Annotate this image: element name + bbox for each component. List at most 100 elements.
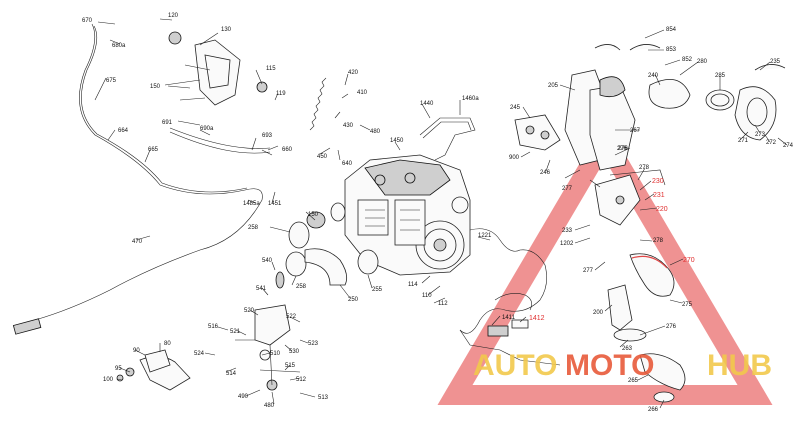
watermark-hub: HUB [707, 349, 772, 382]
leader-lines [94, 18, 788, 409]
part-number-label: 664 [118, 128, 129, 134]
part-number-label: 280 [697, 59, 708, 65]
part-number-label: 265 [628, 378, 639, 384]
part-number-labels: 670 680a 675 120 130 150 115 119 691 690a 693 664 66… [82, 13, 794, 413]
part-number-label: 480 [370, 129, 381, 135]
part-number-label: 1412 [529, 315, 545, 322]
part-number-label: 1450 [390, 138, 404, 144]
part-number-label: 230 [652, 178, 664, 185]
part-number-label: 100 [103, 377, 114, 383]
part-number-label: 1451 [268, 201, 282, 207]
part-number-label: 515 [285, 363, 296, 369]
pedal-linkage [116, 271, 301, 391]
part-number-label: 276 [618, 146, 629, 152]
engine-block [344, 154, 471, 276]
part-number-label: 665 [148, 147, 159, 153]
part-number-label: 541 [256, 286, 267, 292]
part-number-label: 150 [308, 212, 319, 218]
part-number-label: 900 [509, 155, 520, 161]
part-number-label: 271 [738, 138, 749, 144]
part-number-label: 231 [653, 192, 665, 199]
part-number-label: 220 [656, 206, 668, 213]
part-number-label: 235 [770, 59, 781, 65]
part-number-label: 110 [422, 293, 432, 299]
part-number-label: 675 [106, 78, 117, 84]
watermark-auto: AUTO [473, 349, 557, 382]
part-number-label: 854 [666, 27, 677, 33]
part-number-label: 95 [115, 366, 122, 372]
part-number-label: 200 [593, 310, 604, 316]
part-number-label: 470 [132, 239, 143, 245]
part-number-label: 276 [666, 324, 677, 330]
part-number-label: 430 [343, 123, 354, 129]
part-number-label: 523 [308, 341, 319, 347]
part-number-label: 513 [318, 395, 329, 401]
part-number-label: 450 [317, 154, 328, 160]
intake-manifold-parts [514, 44, 786, 171]
part-number-label: 853 [666, 47, 677, 53]
part-number-label: 278 [653, 238, 664, 244]
part-number-label: 112 [438, 301, 448, 307]
part-number-label: 277 [583, 268, 594, 274]
part-number-label: 520 [244, 308, 255, 314]
part-number-label: 410 [357, 90, 368, 96]
part-number-label: 272 [766, 140, 777, 146]
part-number-label: 693 [262, 133, 273, 139]
exhaust-hoses [594, 169, 686, 403]
part-number-label: 524 [194, 351, 205, 357]
part-number-label: 255 [372, 287, 383, 293]
part-number-label: 420 [348, 70, 359, 76]
part-number-label: 514 [226, 371, 237, 377]
part-number-label: 263 [622, 346, 633, 352]
part-number-label: 640 [342, 161, 353, 167]
part-number-label: 521 [230, 329, 241, 335]
part-number-label: 285 [715, 73, 726, 79]
part-number-label: 240 [648, 73, 659, 79]
part-number-label: 660 [282, 147, 293, 153]
throttle-cable [12, 23, 263, 335]
part-number-label: 277 [562, 186, 573, 192]
part-number-label: 278 [639, 165, 650, 171]
part-number-label: 233 [562, 228, 573, 234]
part-number-label: 691 [162, 120, 173, 126]
part-number-label: 670 [82, 18, 93, 24]
part-number-label: 276 [617, 146, 628, 152]
part-number-label: 1485a [243, 201, 260, 207]
part-number-label: 205 [548, 83, 559, 89]
part-number-label: 852 [682, 57, 693, 63]
intake-hoses [285, 202, 379, 286]
part-number-label: 1440 [420, 101, 434, 107]
part-number-label: 115 [266, 66, 276, 72]
part-number-label: 120 [168, 13, 179, 19]
part-number-label: 490 [238, 394, 249, 400]
part-number-label: 114 [408, 282, 418, 288]
part-number-label: 258 [248, 225, 259, 231]
spring-part [309, 77, 327, 131]
part-number-label: 130 [221, 27, 232, 33]
part-number-label: 250 [348, 297, 359, 303]
part-number-label: 1460a [462, 96, 479, 102]
part-number-label: 530 [289, 349, 300, 355]
watermark-triangle [437, 120, 773, 405]
part-number-label: 274 [783, 143, 794, 149]
part-number-label: 119 [276, 91, 286, 97]
part-number-label: 150 [150, 84, 161, 90]
bracket-assembly [164, 31, 271, 154]
part-number-label: 275 [682, 302, 693, 308]
part-number-label: 512 [296, 377, 307, 383]
part-number-label: 246 [540, 170, 551, 176]
part-number-label: 80 [164, 341, 171, 347]
part-number-label: 510 [270, 351, 281, 357]
part-number-label: 1202 [560, 241, 574, 247]
part-number-label: 680a [112, 43, 126, 49]
watermark-moto: MOTO [565, 349, 654, 382]
part-number-label: 540 [262, 258, 273, 264]
part-number-label: 516 [208, 324, 219, 330]
part-number-label: 480 [264, 403, 275, 409]
part-number-label: 690a [200, 126, 214, 132]
wiring-harness [459, 228, 561, 366]
watermark-text: AUTO MOTO HUB [473, 349, 772, 382]
part-number-label: 258 [296, 284, 307, 290]
part-number-label: 1411 [502, 315, 516, 321]
